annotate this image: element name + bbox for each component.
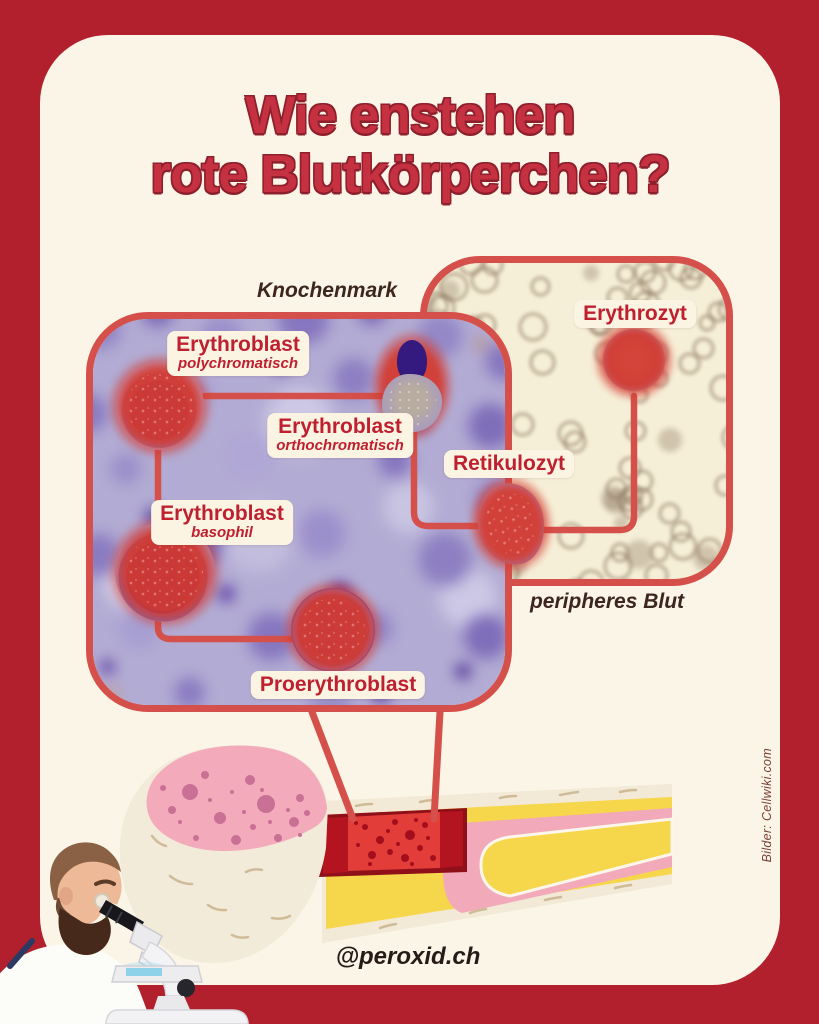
funnel-lines xyxy=(308,708,444,823)
microscope-slide xyxy=(126,968,162,976)
label-retikulozyt: Retikulozyt xyxy=(443,450,575,479)
label-erythrozyt: Erythrozyt xyxy=(574,300,696,329)
label-erythroblast-basophil: Erythroblast basophil xyxy=(151,500,293,545)
cell-erythroblast-polychromatic xyxy=(116,362,204,450)
page-title-line1: Wie enstehen xyxy=(245,86,575,145)
spongy-bone-spots xyxy=(160,771,310,845)
bone-texture-lines xyxy=(150,788,638,939)
bone-marrow-panel-title: Knochenmark xyxy=(256,279,398,302)
cell-proerythroblast xyxy=(291,588,375,672)
focus-knob xyxy=(177,979,195,997)
page-title-line2: rote Blutkörperchen? xyxy=(150,145,671,205)
red-marrow-dots xyxy=(354,818,436,866)
cell-erythrozyt xyxy=(603,329,665,391)
bone-illustration xyxy=(119,745,674,963)
image-credit: Bilder: Cellwiki.com xyxy=(760,748,774,863)
label-erythroblast-orthochromatic: Erythroblast orthochromatisch xyxy=(267,413,413,458)
scientist-illustration xyxy=(0,842,249,1024)
label-erythroblast-polychromatic: Erythroblast polychromatisch xyxy=(167,331,309,376)
label-proerythroblast: Proerythroblast xyxy=(250,671,426,700)
microscope-illustration xyxy=(99,900,249,1024)
page-title: Wie enstehen rote Blutkörperchen? xyxy=(150,86,671,205)
peripheral-blood-panel-title: peripheres Blut xyxy=(529,590,685,613)
cell-retikulozyt xyxy=(472,478,550,570)
social-handle: @peroxid.ch xyxy=(335,943,481,970)
